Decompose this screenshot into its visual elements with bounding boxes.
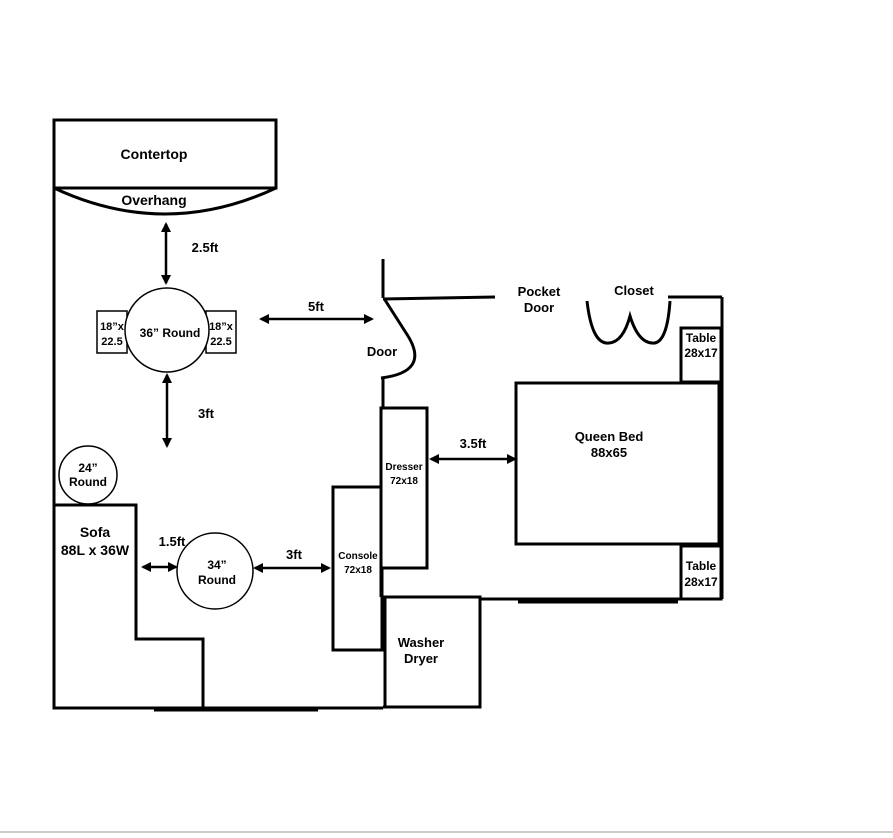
round-table-36 bbox=[124, 287, 210, 373]
round-table-24-label-line2: Round bbox=[69, 475, 107, 489]
dimension-label-table-sofa: 3ft bbox=[198, 406, 215, 421]
door-label: Door bbox=[367, 344, 397, 359]
sofa-label-line1: Sofa bbox=[80, 524, 111, 540]
chair-left bbox=[96, 310, 128, 354]
countertop-label: Contertop bbox=[121, 146, 188, 162]
console-label-line1: Console bbox=[338, 551, 378, 562]
chair-right-label-line2: 22.5 bbox=[210, 336, 231, 348]
overhang bbox=[53, 186, 277, 216]
chair-left-label-line2: 22.5 bbox=[101, 336, 122, 348]
dimension-label-table-door: 5ft bbox=[308, 299, 325, 314]
dresser-label-line1: Dresser bbox=[385, 462, 422, 473]
queen-bed bbox=[514, 381, 721, 546]
countertop bbox=[52, 118, 278, 190]
round-table-34-label-line2: Round bbox=[198, 573, 236, 587]
nightstand-top bbox=[679, 326, 723, 384]
dimension-label-coffee-console: 3ft bbox=[286, 547, 303, 562]
pocket-door-label-line1: Pocket bbox=[518, 284, 561, 299]
washer-dryer bbox=[383, 595, 482, 709]
round-table-34-label-line1: 34” bbox=[207, 558, 226, 572]
nightstand-bottom-label-line1: Table bbox=[686, 559, 717, 573]
round-table-36-label: 36” Round bbox=[140, 326, 201, 340]
nightstand-bottom bbox=[679, 544, 723, 601]
chair-right-label-line1: 18”x bbox=[209, 321, 234, 333]
dresser-label-line2: 72x18 bbox=[390, 476, 418, 487]
console bbox=[331, 485, 384, 652]
queen-bed-label-line2: 88x65 bbox=[591, 445, 627, 460]
washer-dryer-label-line1: Washer bbox=[398, 635, 444, 650]
dresser bbox=[379, 406, 429, 570]
nightstand-top-label-line2: 28x17 bbox=[684, 346, 718, 360]
dimension-label-dresser-bed: 3.5ft bbox=[460, 436, 487, 451]
closet-label: Closet bbox=[614, 283, 654, 298]
dimension-label-sofa-coffee: 1.5ft bbox=[159, 534, 186, 549]
washer-dryer-label-line2: Dryer bbox=[404, 651, 438, 666]
queen-bed-label-line1: Queen Bed bbox=[575, 429, 644, 444]
chair-left-label-line1: 18”x bbox=[100, 321, 125, 333]
nightstand-bottom-label-line2: 28x17 bbox=[684, 575, 718, 589]
console-label-line2: 72x18 bbox=[344, 565, 372, 576]
door-swing bbox=[380, 299, 417, 380]
round-table-24-label-line1: 24” bbox=[78, 461, 97, 475]
dimension-label-counter-table: 2.5ft bbox=[192, 240, 219, 255]
sofa bbox=[52, 503, 205, 710]
nightstand-top-label-line1: Table bbox=[686, 331, 717, 345]
chair-right bbox=[205, 310, 237, 354]
overhang-label: Overhang bbox=[121, 192, 186, 208]
closet-doors bbox=[585, 300, 672, 345]
sofa-label-line2: 88L x 36W bbox=[61, 542, 130, 558]
pocket-door-label-line2: Door bbox=[524, 300, 554, 315]
